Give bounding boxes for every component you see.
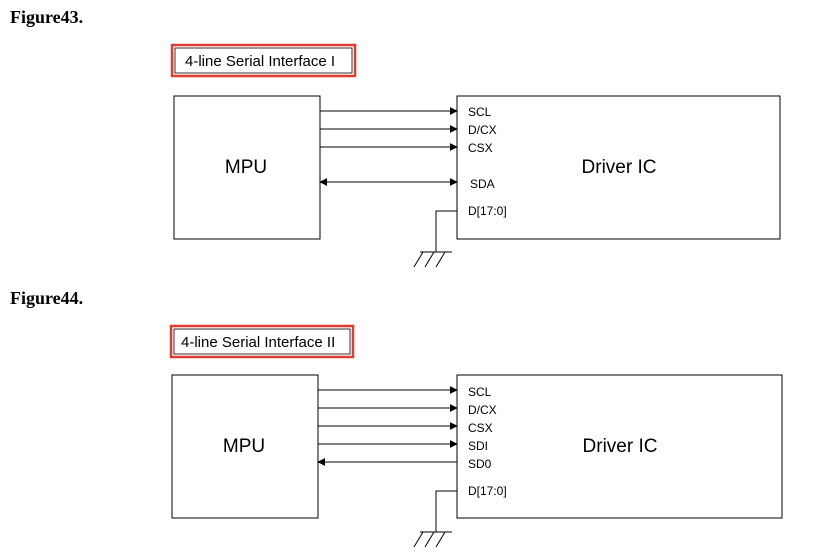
figure-43-title-frame-inner (174, 47, 353, 74)
figure-43-mpu-label: MPU (225, 157, 267, 178)
figure-43-title: 4-line Serial Interface I (185, 53, 335, 70)
figure-43-heading: Figure43. (10, 7, 84, 27)
figure-44-mpu-label: MPU (223, 436, 265, 457)
figure-44-pin-sdi: SDI (468, 439, 488, 453)
figure-43-pin-csx: CSX (468, 141, 493, 155)
figure-44-pin-d17: D[17:0] (468, 484, 507, 498)
figure-44-title-frame-inner (173, 328, 351, 355)
figure-44-driver-ic-label: Driver IC (583, 436, 658, 457)
figure-43-ground-wire (435, 210, 457, 252)
figure-43-ground-icon (413, 251, 452, 268)
figure-44-heading: Figure44. (10, 288, 84, 308)
figure-43-diagram: 4-line Serial Interface I MPU Driver IC … (170, 43, 781, 268)
figure-43-driver-ic-label: Driver IC (582, 157, 657, 178)
figure-44-diagram: 4-line Serial Interface II MPU Driver IC… (169, 324, 783, 548)
figure-44-pin-dcx: D/CX (468, 403, 497, 417)
figure-44-ground-wire (435, 490, 457, 532)
figure-43-pin-dcx: D/CX (468, 123, 497, 137)
figure-44-mpu-box (171, 374, 319, 519)
figure-43-driver-ic-box (456, 95, 781, 240)
figure-44-title-frame (169, 324, 355, 359)
figure-44-ground-icon (413, 531, 452, 548)
figure-43-pin-scl: SCL (468, 105, 492, 119)
figure-43-pin-d17: D[17:0] (468, 204, 507, 218)
figure-43-mpu-box (173, 95, 321, 240)
figure-43-pin-sda: SDA (470, 177, 495, 191)
figure-44-pin-csx: CSX (468, 421, 493, 435)
figure-44-title: 4-line Serial Interface II (181, 334, 335, 351)
figure-44-pin-sdo: SD0 (468, 457, 492, 471)
figure-43-title-frame (170, 43, 357, 78)
figure-44-pin-scl: SCL (468, 385, 492, 399)
